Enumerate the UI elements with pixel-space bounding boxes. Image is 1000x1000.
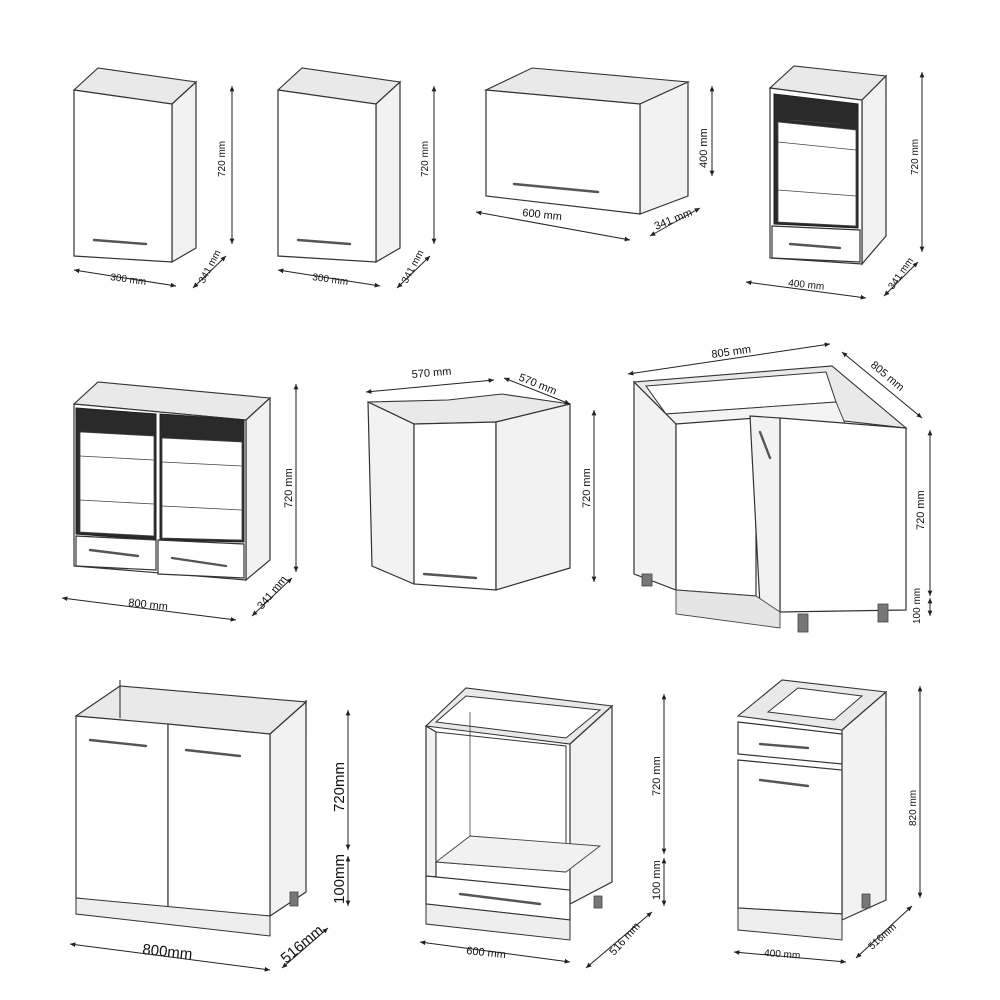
depth-label: 341 mm [400, 248, 427, 285]
height-label: 720 mm [420, 141, 431, 177]
width-label: 600 mm [522, 207, 563, 223]
depth-label: 516 mm [607, 920, 643, 958]
width-label: 600 mm [466, 945, 507, 961]
height-label: 720 mm [915, 490, 927, 530]
height-label: 720mm [331, 762, 348, 812]
plinth-label: 100 mm [651, 860, 663, 900]
width-label: 400 mm [788, 278, 825, 293]
corner-base-cabinet: 805 mm 805 mm 720 mm 100 mm [627, 342, 933, 633]
wall-cabinet-400-open: 720 mm 400 mm 341 mm [745, 65, 925, 300]
plinth-label: 100mm [331, 854, 348, 904]
height-label: 720 mm [217, 141, 228, 177]
width-label: 300 mm [312, 272, 349, 288]
depth-label: 516mm [278, 922, 327, 967]
plinth-label: 100 mm [912, 588, 923, 624]
width-label: 800 mm [128, 597, 169, 613]
wall-cabinet-800-open: 720 mm 800 mm 341 mm [61, 381, 299, 622]
depth-label: 570 mm [517, 372, 558, 398]
corner-wall-cabinet: 720 mm 570 mm 570 mm [365, 366, 597, 591]
depth-label: 516mm [867, 922, 899, 952]
wall-cabinet-300-b: 720 mm 300 mm 341 mm [276, 67, 437, 289]
sink-base-cabinet: 720mm 100mm 800mm 516mm [69, 680, 351, 972]
depth-label: 341 mm [886, 256, 916, 292]
height-label: 720 mm [581, 468, 593, 508]
width-label: 805 mm [711, 344, 752, 361]
oven-base-cabinet: 720 mm 100 mm 600 mm 516 mm [419, 687, 667, 969]
depth-label: 341 mm [255, 574, 290, 612]
depth-label: 341 mm [653, 207, 694, 233]
width-label: 800mm [142, 941, 194, 963]
width-label: 400 mm [764, 948, 801, 961]
width-label: 300 mm [110, 272, 147, 288]
depth-label: 341 mm [197, 248, 224, 285]
height-label: 720 mm [283, 468, 295, 508]
width-label: 570 mm [411, 366, 452, 381]
drawer-base-cabinet: 820 mm 400 mm 516mm [733, 679, 923, 964]
height-label: 820 mm [908, 790, 919, 826]
wall-cabinet-600-flap: 400 mm 600 mm 341 mm [475, 67, 715, 242]
height-label: 400 mm [698, 128, 710, 168]
wall-cabinet-300-a: 720 mm 300 mm 341 mm [72, 67, 235, 289]
height-label: 720 mm [651, 756, 663, 796]
height-label: 720 mm [910, 139, 921, 175]
